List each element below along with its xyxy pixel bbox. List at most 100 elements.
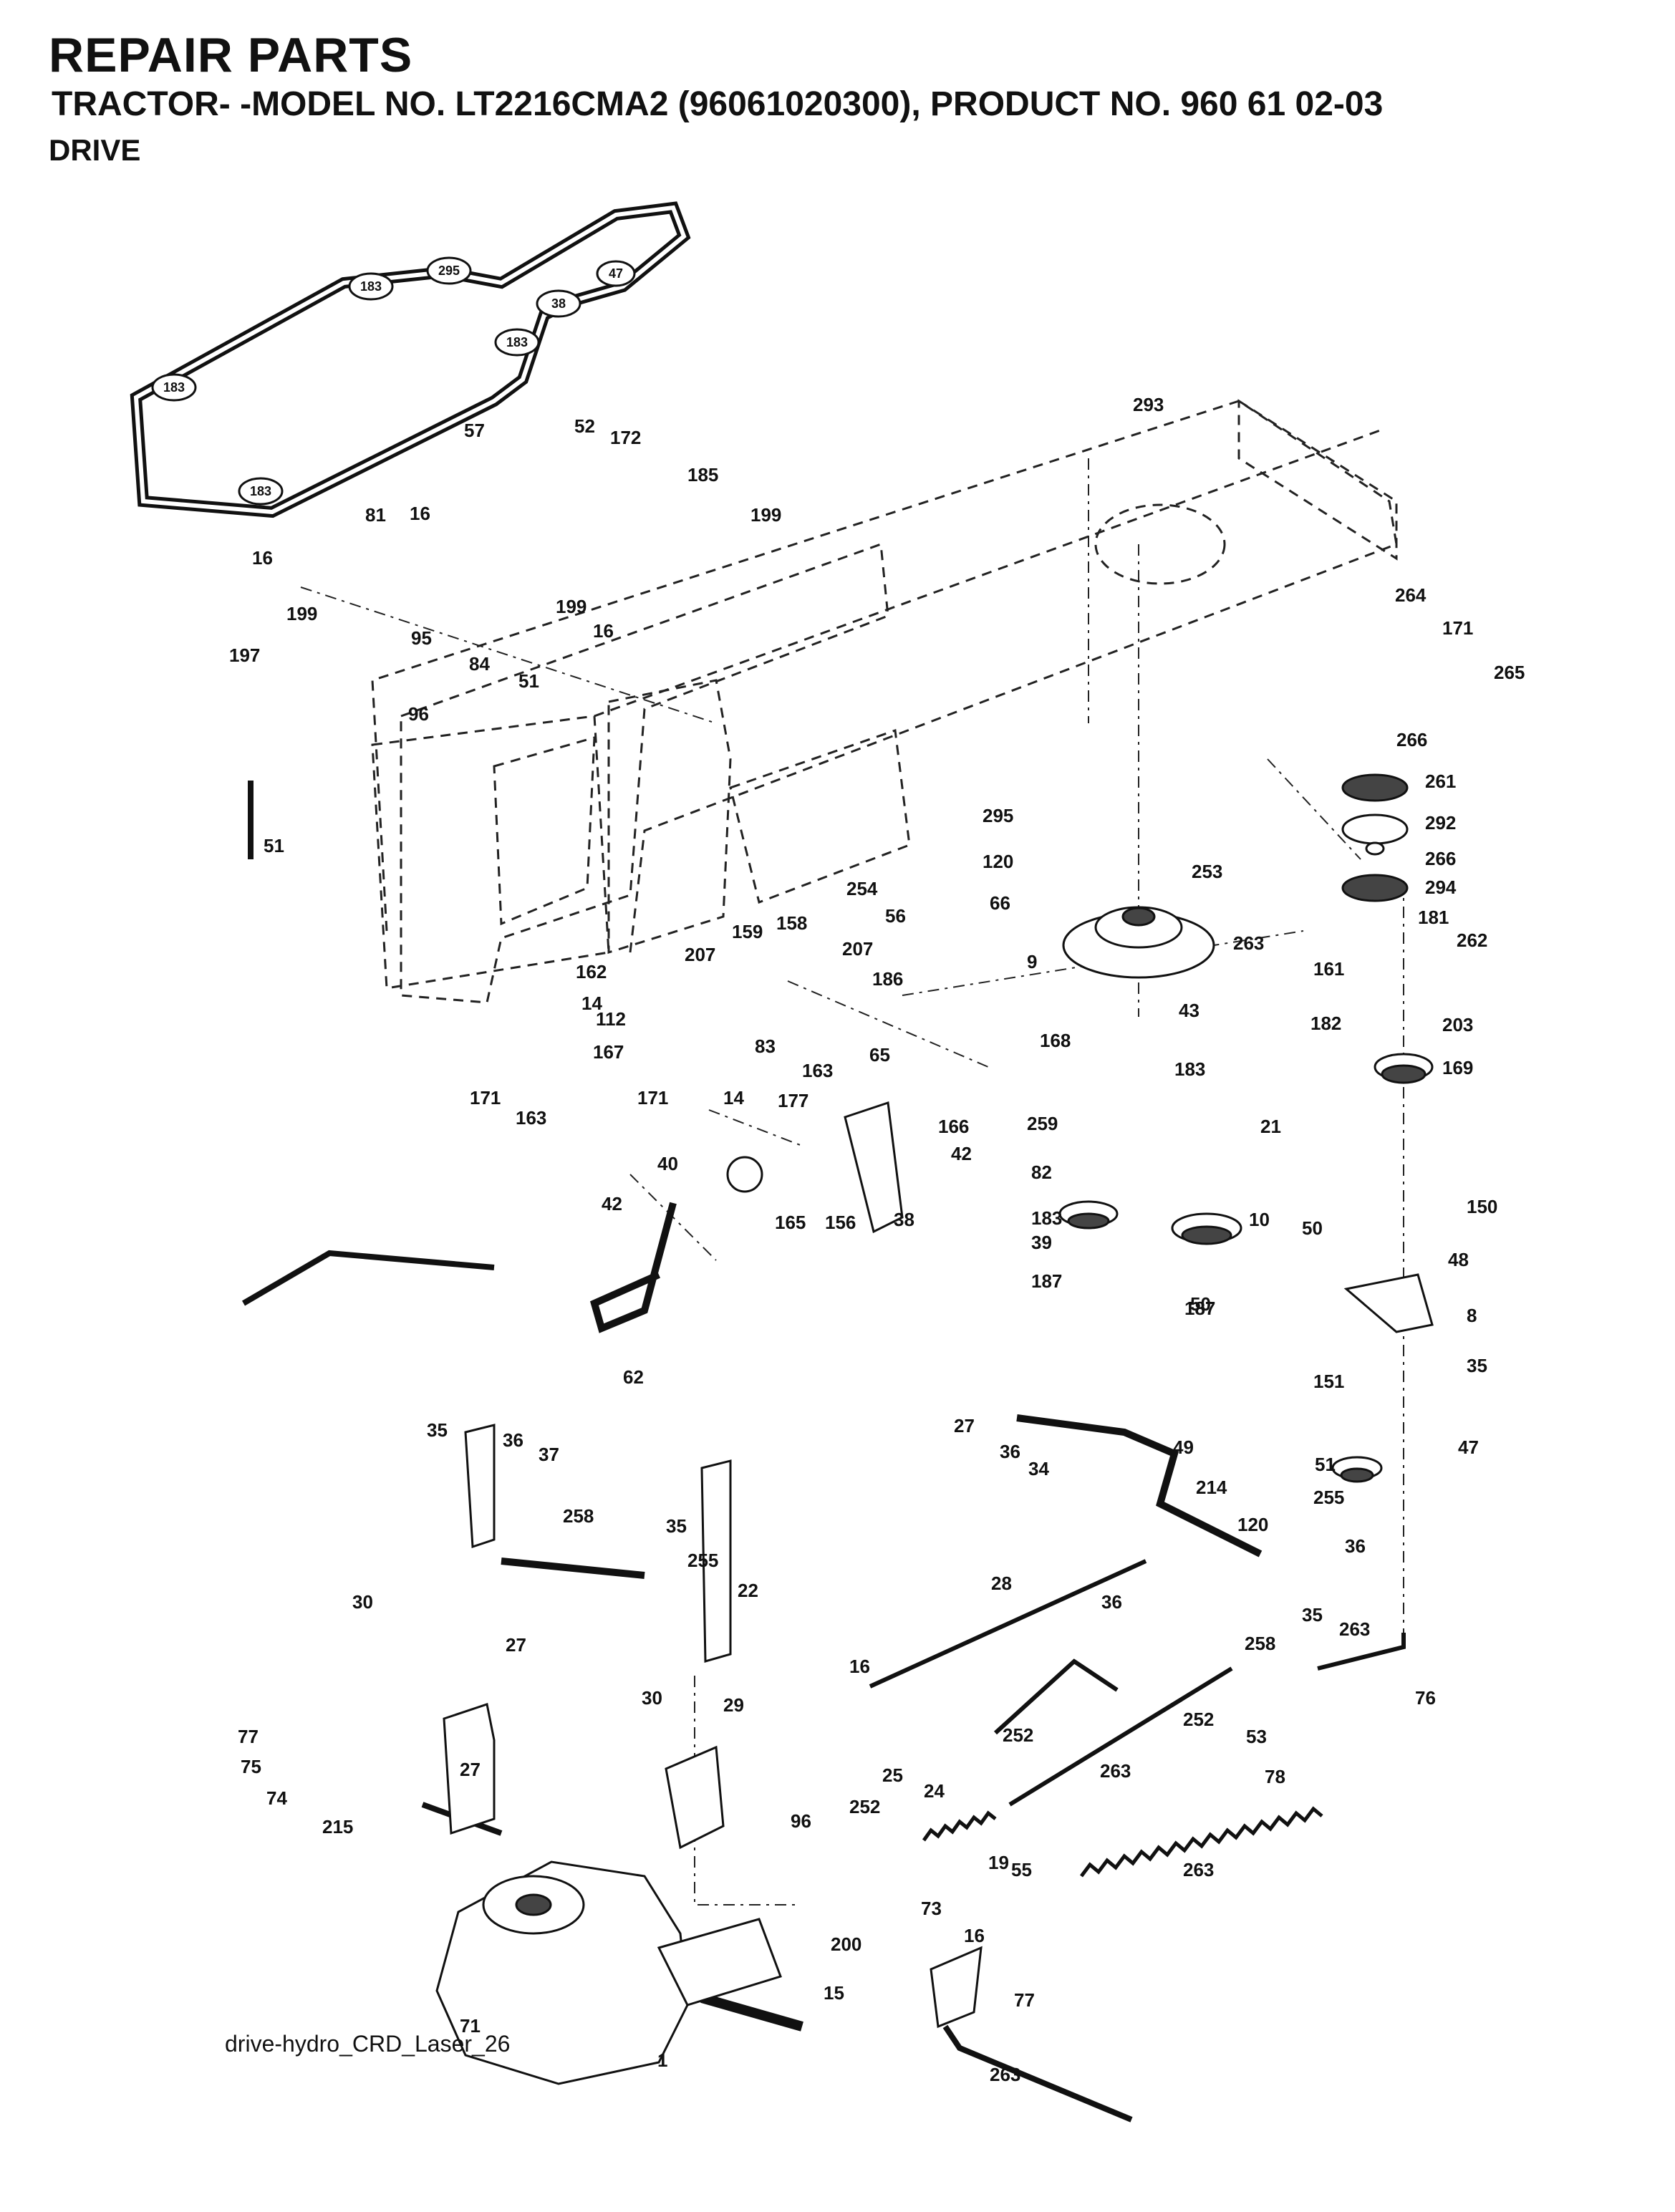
belt-label: 183 bbox=[163, 380, 185, 395]
callout: 30 bbox=[642, 1687, 662, 1709]
callout: 207 bbox=[842, 938, 873, 960]
callout: 183 bbox=[1031, 1207, 1062, 1229]
callout: 42 bbox=[602, 1193, 622, 1214]
callout: 36 bbox=[1345, 1535, 1366, 1557]
callout: 73 bbox=[921, 1898, 942, 1919]
callout: 207 bbox=[685, 944, 715, 965]
callout: 259 bbox=[1027, 1113, 1058, 1134]
callout: 53 bbox=[1246, 1726, 1267, 1747]
belt-label: 183 bbox=[250, 484, 271, 498]
callout: 66 bbox=[990, 892, 1010, 914]
belt-pulley-47: 47 bbox=[596, 260, 636, 287]
callout: 177 bbox=[778, 1090, 808, 1111]
belt-label: 47 bbox=[609, 266, 623, 281]
page-title: REPAIR PARTS bbox=[49, 28, 413, 82]
callout: 15 bbox=[824, 1982, 844, 2004]
callout: 263 bbox=[1233, 932, 1264, 954]
callout: 62 bbox=[623, 1366, 644, 1388]
callout: 163 bbox=[802, 1060, 833, 1081]
callout: 36 bbox=[1101, 1591, 1122, 1613]
callout: 258 bbox=[1245, 1633, 1275, 1654]
callout: 43 bbox=[1179, 1000, 1199, 1021]
callout: 183 bbox=[1174, 1058, 1205, 1080]
callout: 120 bbox=[983, 851, 1013, 872]
belt-pulley-295: 295 bbox=[426, 256, 472, 285]
callout: 81 bbox=[365, 504, 386, 526]
callout: 22 bbox=[738, 1580, 758, 1601]
callout: 214 bbox=[1196, 1477, 1227, 1498]
callout: 169 bbox=[1442, 1057, 1473, 1078]
callout: 295 bbox=[983, 805, 1013, 826]
drive-belt bbox=[130, 201, 691, 518]
ball-knob-21 bbox=[726, 1156, 763, 1193]
callout: 185 bbox=[687, 464, 718, 486]
callout: 56 bbox=[885, 905, 906, 927]
callout: 263 bbox=[1183, 1859, 1214, 1880]
callout: 83 bbox=[755, 1035, 776, 1057]
callout: 40 bbox=[657, 1153, 678, 1174]
callout: 187 bbox=[1031, 1270, 1062, 1292]
callout: 51 bbox=[1315, 1454, 1336, 1475]
callout: 25 bbox=[882, 1764, 903, 1786]
callout: 252 bbox=[1183, 1709, 1214, 1730]
callout: 29 bbox=[723, 1694, 744, 1716]
callout: 51 bbox=[264, 835, 284, 856]
callout: 159 bbox=[732, 921, 763, 942]
callout: 167 bbox=[593, 1041, 624, 1063]
belt-pulley-183-b: 183 bbox=[494, 328, 540, 357]
callout: 28 bbox=[991, 1573, 1012, 1594]
callout: 255 bbox=[687, 1550, 718, 1571]
callout: 252 bbox=[849, 1796, 880, 1817]
model-subtitle: TRACTOR- -MODEL NO. LT2216CMA2 (96061020… bbox=[52, 85, 1384, 123]
callout: 52 bbox=[574, 415, 595, 437]
callout: 203 bbox=[1442, 1014, 1473, 1035]
callout: 199 bbox=[556, 596, 587, 617]
callout: 57 bbox=[464, 420, 485, 441]
callout: 162 bbox=[576, 961, 607, 982]
callout: 150 bbox=[1467, 1196, 1497, 1217]
callout: 50 bbox=[1302, 1217, 1323, 1239]
callout: 197 bbox=[229, 644, 260, 666]
callout: 35 bbox=[1467, 1355, 1487, 1376]
belt-pulley-38: 38 bbox=[536, 289, 581, 318]
callout: 14 bbox=[581, 992, 602, 1014]
callout: 82 bbox=[1031, 1161, 1052, 1183]
callout: 156 bbox=[825, 1212, 856, 1233]
callout: 171 bbox=[1442, 617, 1473, 639]
pulley-47-right bbox=[1331, 1456, 1383, 1483]
belt-label: 183 bbox=[506, 335, 528, 349]
callout: 292 bbox=[1425, 812, 1456, 834]
callout: 258 bbox=[563, 1505, 594, 1527]
callout: 77 bbox=[238, 1726, 259, 1747]
callout: 171 bbox=[470, 1087, 501, 1109]
callout: 263 bbox=[990, 2064, 1020, 2085]
callout: 200 bbox=[831, 1933, 861, 1955]
callout: 199 bbox=[750, 504, 781, 526]
callout: 55 bbox=[1011, 1859, 1032, 1880]
callout: 16 bbox=[964, 1925, 985, 1946]
callout: 36 bbox=[1000, 1441, 1020, 1462]
callout: 165 bbox=[775, 1212, 806, 1233]
callout: 120 bbox=[1237, 1514, 1268, 1535]
callout: 27 bbox=[460, 1759, 481, 1780]
callout: 1 bbox=[657, 2049, 667, 2071]
callout: 96 bbox=[408, 703, 429, 725]
belt-pulley-183-c: 183 bbox=[151, 373, 197, 402]
callout: 9 bbox=[1027, 951, 1037, 972]
callout: 171 bbox=[637, 1087, 668, 1109]
callout: 254 bbox=[846, 878, 878, 899]
callout: 264 bbox=[1395, 584, 1427, 606]
callout: 168 bbox=[1040, 1030, 1071, 1051]
callout: 75 bbox=[241, 1756, 261, 1777]
section-name: DRIVE bbox=[49, 133, 141, 167]
callout: 266 bbox=[1396, 729, 1427, 750]
callout: 27 bbox=[506, 1634, 526, 1656]
transaxle-1 bbox=[435, 1860, 782, 2085]
callout: 84 bbox=[469, 653, 490, 675]
callout: 151 bbox=[1313, 1371, 1344, 1392]
linkage-rods bbox=[241, 781, 1406, 2122]
pulley-183-lower bbox=[1171, 1212, 1242, 1245]
callout: 261 bbox=[1425, 771, 1456, 792]
callout: 172 bbox=[610, 427, 641, 448]
tractor-frame-phantom bbox=[371, 399, 1398, 1004]
